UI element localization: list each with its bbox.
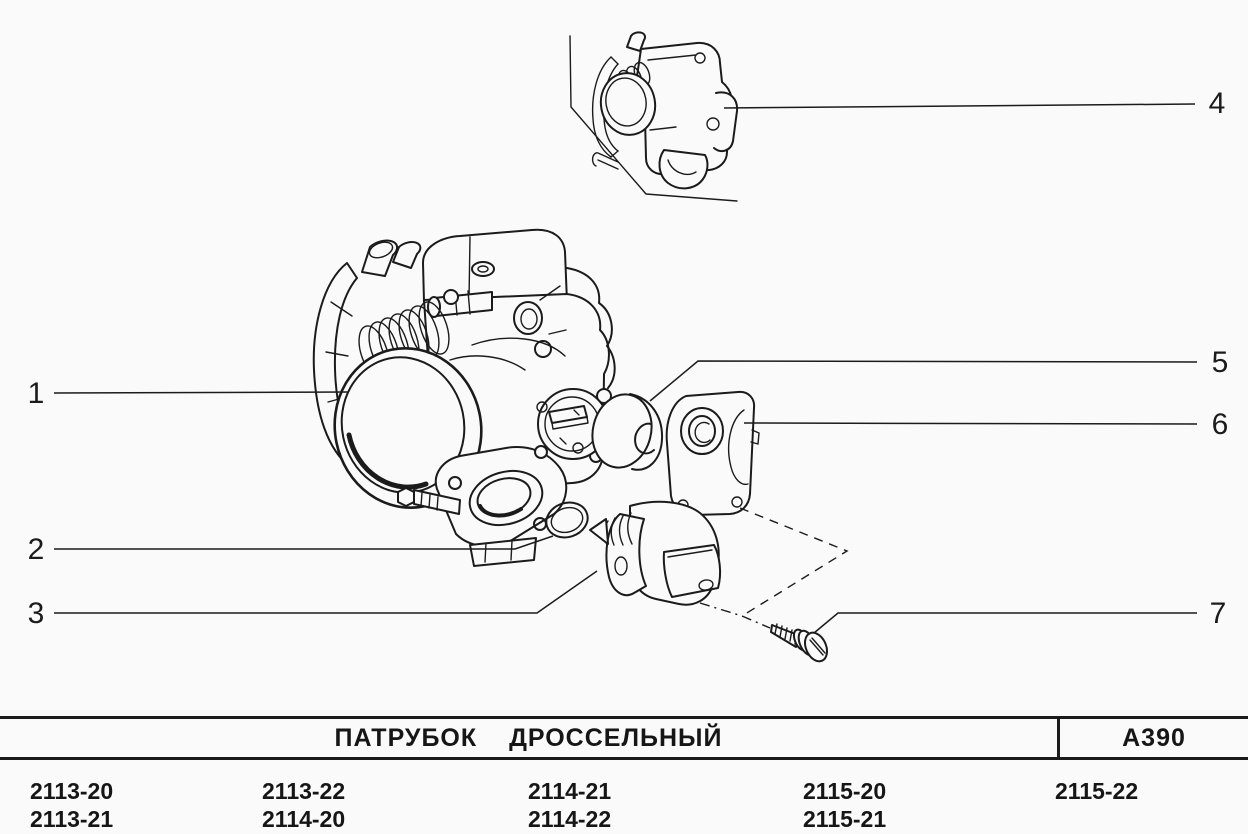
model-codes-column: 2115-22 bbox=[1055, 777, 1138, 805]
part-7-screw bbox=[770, 623, 828, 663]
model-code: 2115-20 bbox=[803, 778, 887, 804]
leader-3 bbox=[54, 570, 598, 614]
callout-5: 5 bbox=[1212, 346, 1229, 379]
callout-2: 2 bbox=[28, 533, 45, 566]
callout-7: 7 bbox=[1210, 597, 1227, 630]
title-block-divider bbox=[1057, 719, 1060, 757]
model-codes-column: 2113-22 2114-20 bbox=[262, 777, 345, 833]
leader-lines bbox=[53, 103, 1198, 634]
model-codes-column: 2114-21 2114-22 bbox=[528, 777, 611, 833]
model-code: 2113-22 bbox=[262, 778, 346, 804]
section-code: А390 bbox=[1122, 723, 1186, 752]
leader-6 bbox=[743, 422, 1198, 425]
model-code: 2114-20 bbox=[262, 806, 346, 832]
main-throttle-body bbox=[312, 228, 616, 567]
model-codes-column: 2115-20 2115-21 bbox=[803, 777, 886, 833]
model-codes-column: 2113-20 2113-21 bbox=[30, 777, 113, 833]
model-code: 2113-20 bbox=[30, 778, 114, 804]
model-code: 2114-22 bbox=[528, 806, 612, 832]
section-title: ПАТРУБОК ДРОССЕЛЬНЫЙ bbox=[334, 723, 723, 752]
model-code: 2115-22 bbox=[1055, 778, 1139, 804]
model-code: 2115-21 bbox=[803, 806, 887, 832]
part-6-sensor bbox=[665, 390, 760, 516]
model-code: 2113-21 bbox=[30, 806, 114, 832]
assembly-dashed-lines bbox=[699, 507, 849, 629]
leader-1 bbox=[53, 391, 349, 394]
assembly-thumbnail bbox=[591, 31, 739, 190]
part-5-seal-ring bbox=[591, 393, 664, 471]
title-block: ПАТРУБОК ДРОССЕЛЬНЫЙ А390 bbox=[0, 716, 1248, 760]
model-applicability: 2113-20 2113-21 2113-22 2114-20 2114-21 … bbox=[0, 777, 1248, 834]
callout-3: 3 bbox=[28, 597, 45, 630]
part-2-oring bbox=[545, 501, 589, 539]
leader-4 bbox=[723, 103, 1196, 109]
leader-5 bbox=[649, 360, 1198, 402]
callout-1: 1 bbox=[28, 377, 45, 410]
leader-2 bbox=[54, 535, 554, 550]
thumbnail-bracket-line bbox=[569, 35, 738, 202]
callout-numbers: 1 2 3 4 5 6 7 bbox=[28, 87, 1229, 630]
leader-7 bbox=[813, 612, 1197, 634]
model-code: 2114-21 bbox=[528, 778, 612, 804]
callout-6: 6 bbox=[1212, 408, 1229, 441]
exploded-view-diagram: 1 2 3 4 5 6 7 bbox=[28, 31, 1229, 663]
callout-4: 4 bbox=[1209, 87, 1226, 120]
part-3-valve bbox=[589, 500, 722, 606]
